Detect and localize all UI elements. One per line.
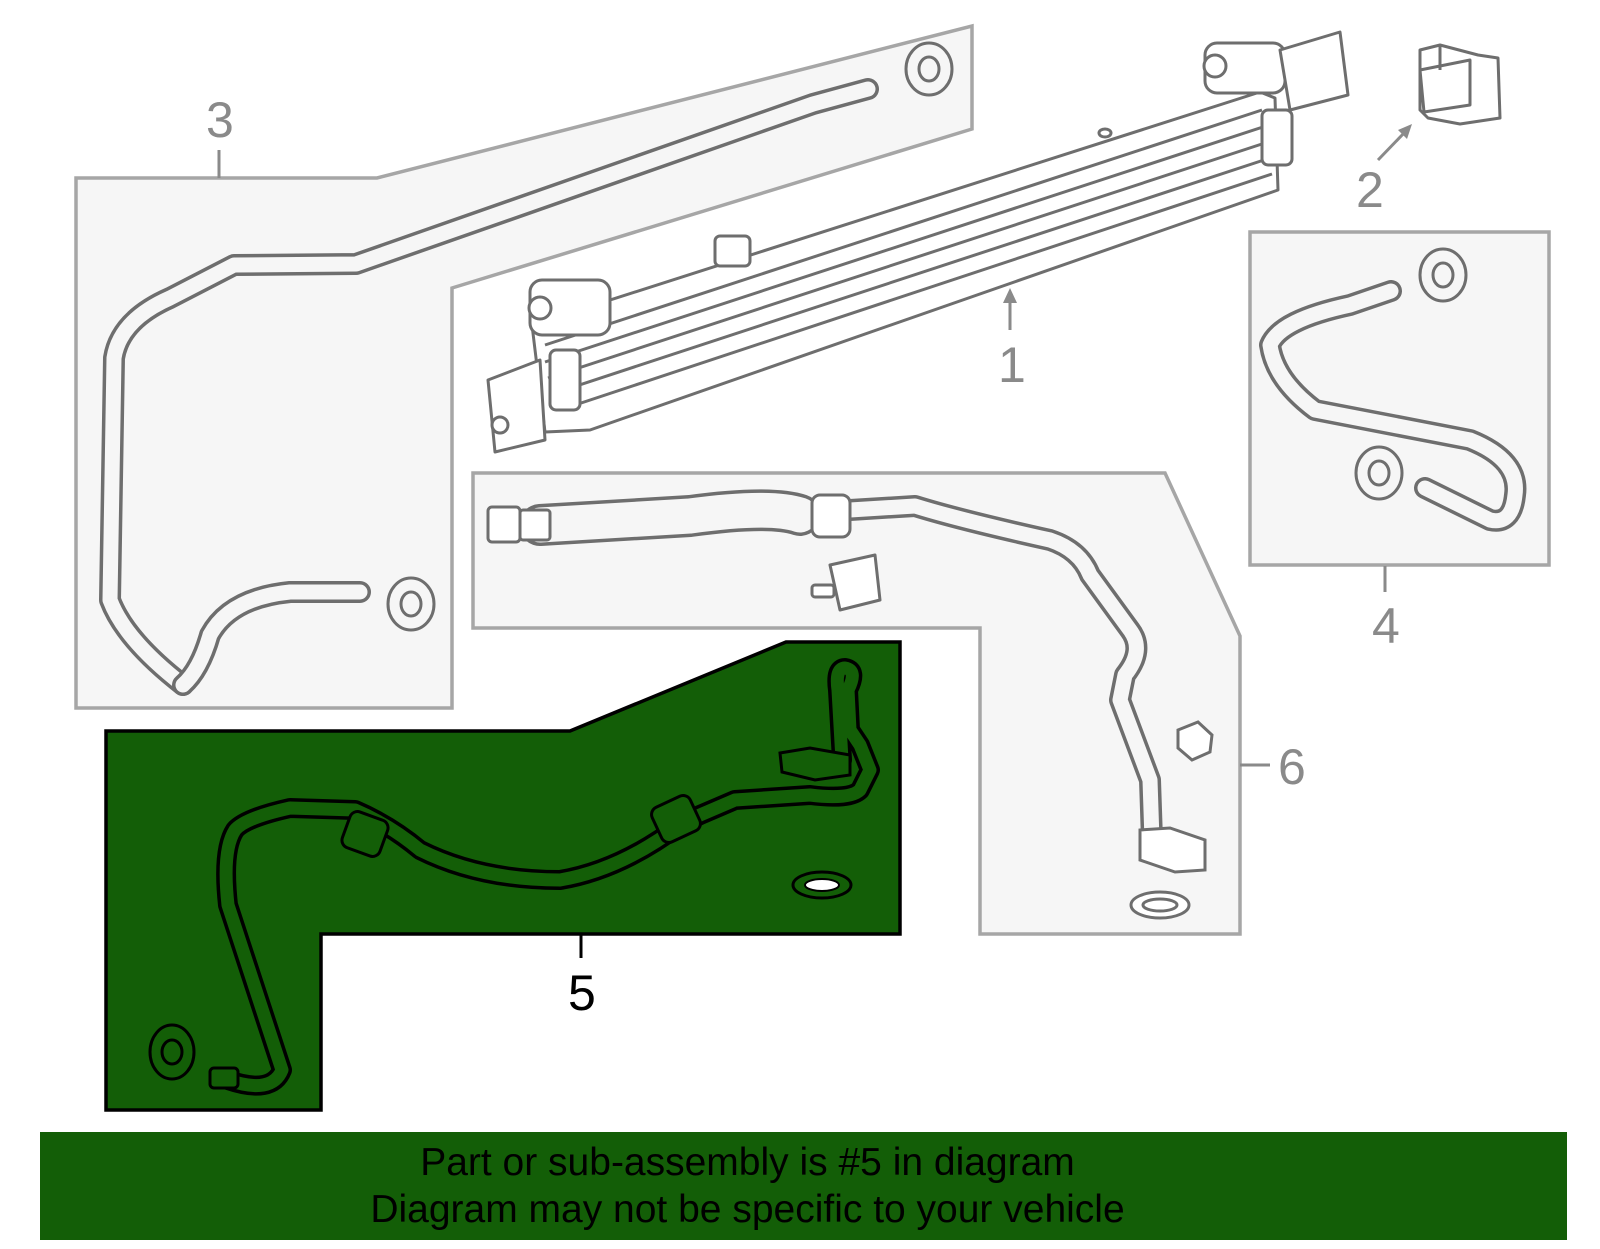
- callout-4: 4: [1372, 598, 1400, 654]
- callout-3: 3: [206, 92, 234, 148]
- callout-1: 1: [998, 337, 1026, 393]
- leader-lines: [217, 124, 1412, 958]
- panel-part-5-highlighted[interactable]: [104, 640, 902, 1112]
- o-ring-icon: [804, 878, 840, 892]
- o-ring-icon: [1141, 897, 1179, 913]
- seal-washer-icon: [160, 1038, 184, 1066]
- callout-2: 2: [1356, 162, 1384, 218]
- seal-washer-icon: [917, 55, 941, 83]
- seal-washer-icon: [1354, 445, 1404, 501]
- seal-washer-icon: [1418, 247, 1468, 303]
- part-1-cooler[interactable]: [486, 30, 1350, 454]
- pipe-part-3: [99, 78, 879, 696]
- seal-washer-icon: [904, 41, 954, 97]
- fitting-icon: [340, 810, 390, 858]
- panel-part-3[interactable]: [74, 23, 974, 710]
- nut-icon: [1176, 720, 1214, 762]
- pipe-part-5: [216, 658, 880, 1096]
- pipe-end-icon: [208, 1066, 240, 1090]
- flange-icon: [778, 746, 852, 782]
- part-2-bracket[interactable]: [1418, 43, 1502, 126]
- banner-line-2: Diagram may not be specific to your vehi…: [370, 1188, 1125, 1231]
- pipe-part-6: [519, 489, 1163, 851]
- panel-part-4[interactable]: [1248, 230, 1551, 567]
- fitting-icon: [650, 794, 702, 844]
- panel-part-6[interactable]: [471, 471, 1242, 936]
- seal-washer-icon: [386, 576, 436, 632]
- clip-icon: [810, 553, 882, 612]
- callout-6: 6: [1278, 739, 1306, 795]
- seal-washer-icon: [148, 1023, 196, 1081]
- banner-line-1: Part or sub-assembly is #5 in diagram: [420, 1141, 1075, 1184]
- flange-icon: [1138, 826, 1207, 874]
- seal-washer-icon: [1367, 459, 1391, 487]
- o-ring-icon: [1129, 890, 1191, 920]
- seal-washer-icon: [1431, 261, 1455, 289]
- seal-washer-icon: [399, 590, 423, 618]
- callout-5: 5: [568, 965, 596, 1021]
- pipe-part-4: [1259, 280, 1527, 532]
- info-banner: Part or sub-assembly is #5 in diagram Di…: [40, 1132, 1567, 1240]
